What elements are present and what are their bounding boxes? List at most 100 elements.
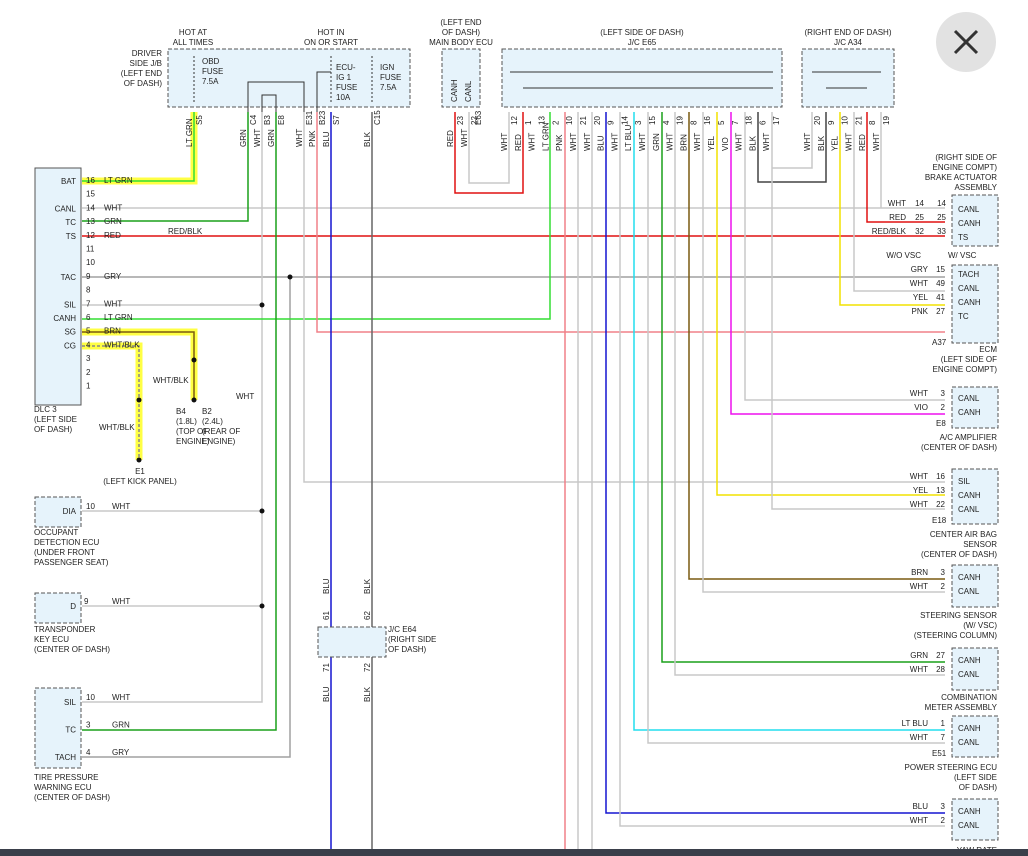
transponder-wire: WHT xyxy=(112,597,130,606)
ign-fuse-label: FUSE xyxy=(380,73,401,82)
steer-pin-name: CANH xyxy=(958,573,981,582)
pwr-pin: 1 xyxy=(941,719,946,728)
e65-wire-label: WHT xyxy=(762,133,771,151)
pwr-pin-name: CANH xyxy=(958,724,981,733)
jb-location: (LEFT END xyxy=(121,69,162,78)
ecm-wire: GRY xyxy=(911,265,929,274)
tire-pressure-label: TIRE PRESSURE xyxy=(34,773,98,782)
wire-e65-wht15 xyxy=(647,112,945,744)
brake-actuator-label: ASSEMBLY xyxy=(954,183,997,192)
a34-wire-label: RED xyxy=(858,134,867,151)
transponder-ecu-box xyxy=(34,592,82,624)
a34-pin-label: 19 xyxy=(882,116,891,125)
e65-pin-label: 9 xyxy=(607,120,616,125)
jb-location: OF DASH) xyxy=(124,79,163,88)
brake-pin-name: CANL xyxy=(958,205,980,214)
close-button[interactable] xyxy=(936,12,996,72)
jc-e65-box xyxy=(501,48,783,108)
dlc-pin-name: TAC xyxy=(61,273,77,282)
obd-fuse-label: FUSE xyxy=(202,67,223,76)
jb-wire-label: BLU xyxy=(322,131,331,147)
a34-pin-label: 21 xyxy=(854,116,863,125)
dlc-pin-name: SG xyxy=(64,328,76,337)
power-steering-label: POWER STEERING ECU xyxy=(905,763,998,772)
ign-fuse-label: IGN xyxy=(380,63,394,72)
dlc-pin-number: 2 xyxy=(86,368,91,377)
tire-wire: WHT xyxy=(112,693,130,702)
dlc-wire-label: WHT xyxy=(104,203,122,212)
a34-wire-label: WHT xyxy=(844,133,853,151)
combination-meter-label: COMBINATION xyxy=(941,693,997,702)
transponder-label: TRANSPONDER xyxy=(34,625,96,634)
wire-e65-wht19 xyxy=(674,112,945,676)
e65-pin-label: 18 xyxy=(745,116,754,125)
e65-wire-label: WHT xyxy=(528,133,537,151)
jb-pin-label: E31 xyxy=(305,110,314,125)
wire-sil-bus xyxy=(82,112,263,703)
e65-pin-label: 3 xyxy=(634,120,643,125)
ac-wire: VIO xyxy=(914,403,928,412)
ecu-fuse-label: IG 1 xyxy=(336,73,352,82)
steer-pin: 3 xyxy=(941,568,946,577)
combo-wire: GRN xyxy=(910,651,928,660)
yaw-pin-name: CANH xyxy=(958,807,981,816)
ecm-wire: YEL xyxy=(913,293,929,302)
wire-e65-blu xyxy=(605,112,945,814)
jb-pin-label: B23 xyxy=(318,110,327,125)
ac-label: (CENTER OF DASH) xyxy=(921,443,997,452)
combo-pin-name: CANL xyxy=(958,670,980,679)
splice-dot xyxy=(259,508,265,514)
tire-pin: 4 xyxy=(86,748,91,757)
a34-wire-label: YEL xyxy=(831,135,840,151)
e65-wire-label: WHT xyxy=(610,133,619,151)
e65-pin-label: 6 xyxy=(758,120,767,125)
wire-e65-wht16 xyxy=(702,112,945,593)
jc-a34-label: (RIGHT END OF DASH) xyxy=(805,28,892,37)
jb-wire-label: WHT xyxy=(253,129,262,147)
e65-wire-label: WHT xyxy=(638,133,647,151)
a34-pin-label: 8 xyxy=(868,120,877,125)
dlc-pin-name: TS xyxy=(66,232,76,241)
occupant-label: PASSENGER SEAT) xyxy=(34,558,109,567)
occupant-pin: 10 xyxy=(86,502,95,511)
wire-pnk-ecm xyxy=(316,112,945,333)
airbag-label: (CENTER OF DASH) xyxy=(921,550,997,559)
combination-meter-box xyxy=(951,647,999,691)
wire-tc-tire xyxy=(82,112,277,731)
ground-b2-label: ENGINE) xyxy=(202,437,236,446)
airbag-wire: YEL xyxy=(913,486,929,495)
bottom-scrollbar[interactable] xyxy=(0,849,1028,856)
brake-wire: WHT xyxy=(888,199,906,208)
dlc-wire-label: GRN xyxy=(104,217,122,226)
brake-pin-name: TS xyxy=(958,233,968,242)
tire-pressure-label: (CENTER OF DASH) xyxy=(34,793,110,802)
steering-sensor-label: (STEERING COLUMN) xyxy=(914,631,997,640)
yaw-wire: BLU xyxy=(912,802,928,811)
ac-label: A/C AMPLIFIER xyxy=(940,433,998,442)
tire-pressure-box xyxy=(34,687,82,769)
wire-mainbody-canh xyxy=(454,112,524,194)
wire-e65-vio xyxy=(730,112,945,415)
airbag-wire: WHT xyxy=(910,472,928,481)
tire-pin-name: TC xyxy=(65,726,76,735)
ecm-pin-name: CANL xyxy=(958,284,980,293)
redblk-label: RED/BLK xyxy=(168,227,203,236)
obd-fuse-label: OBD xyxy=(202,57,220,66)
airbag-pin: 16 xyxy=(936,472,945,481)
dlc3-box xyxy=(34,167,82,406)
dlc-pin-name: CANH xyxy=(53,314,76,323)
airbag-pin-name: CANL xyxy=(958,505,980,514)
jb-location: DRIVER xyxy=(132,49,162,58)
e65-wire-label: BLU xyxy=(597,135,606,151)
mainbody-conn-label: E63 xyxy=(474,110,483,125)
ground-b4-label: B4 xyxy=(176,407,186,416)
airbag-pin: 13 xyxy=(936,486,945,495)
wire-e65-brn xyxy=(688,112,945,580)
e65-wire-label: BRN xyxy=(679,134,688,151)
tire-pin-name: SIL xyxy=(64,698,77,707)
main-body-ecu-box xyxy=(441,48,481,108)
occupant-wire: WHT xyxy=(112,502,130,511)
wire-mainbody-canl xyxy=(468,112,510,184)
mainbody-pin-name: CANL xyxy=(464,80,473,102)
jb-pin-label: E8 xyxy=(277,115,286,125)
